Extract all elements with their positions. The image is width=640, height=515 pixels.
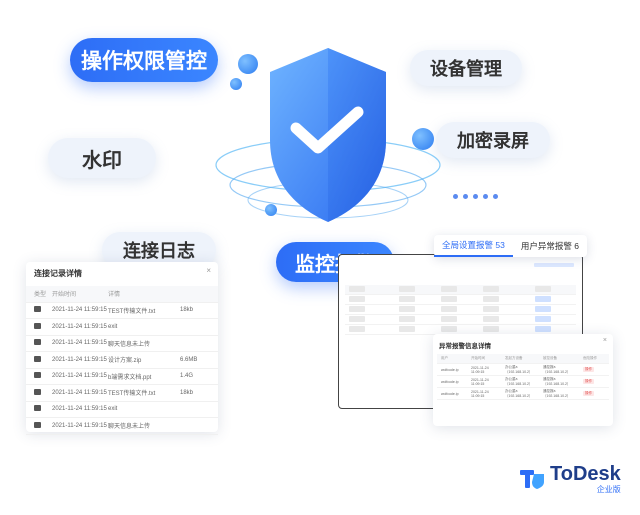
log-size: 18kb	[180, 389, 194, 396]
folder-icon	[34, 355, 41, 362]
close-icon[interactable]: ×	[602, 337, 607, 344]
feature-device: 设备管理	[410, 50, 522, 86]
folder-icon	[34, 306, 41, 313]
table-row: 2021-11-24 11:59:15 聊天信息未上传	[26, 336, 218, 352]
table-row: wolfcode.ip 2021-11-24 11:09:15 办公重a（192…	[437, 376, 609, 388]
feature-encrypt-label: 加密录屏	[457, 131, 529, 151]
table-row: 2021-11-24 11:59:15 exit	[26, 402, 218, 418]
tab-global-alarm[interactable]: 全局设置报警 53	[434, 235, 513, 257]
brand-edition: 企业版	[596, 485, 621, 494]
log-time: 2021-11-24 11:59:15	[52, 356, 107, 363]
tab-global-label: 全局设置报警 53	[442, 240, 505, 250]
log-time: 2021-11-24 11:59:15	[52, 406, 107, 413]
table-row: 2021-11-24 11:59:15 TEST传输文件.txt 18kb	[26, 385, 218, 402]
log-time: 2021-11-24 11:59:15	[52, 340, 107, 347]
log-col-type: 类型	[34, 292, 47, 299]
risk-badge: 操作	[583, 379, 594, 384]
log-time: 2021-11-24 11:59:15	[52, 422, 107, 429]
chat-icon	[34, 421, 41, 428]
log-detail: TEST传输文件.txt	[108, 308, 156, 315]
log-size: 18kb	[180, 307, 194, 314]
decor-dots	[453, 194, 498, 199]
log-detail: b端需求文档.ppt	[108, 374, 152, 381]
tab-user-alarm[interactable]: 用户异常报警 6	[513, 235, 587, 257]
alert-from: 办公重a（192.168.10.2）	[505, 364, 533, 374]
shield-icon	[215, 48, 441, 222]
connection-log-panel: 连接记录详情 × 类型 开始时间 详情 2021-11-24 11:59:15 …	[26, 262, 218, 435]
alert-user: wolfcode.ip	[441, 379, 459, 384]
brand-logo: ToDesk 企业版	[520, 464, 621, 494]
feature-permission-label: 操作权限管控	[81, 50, 207, 73]
alert-time: 2021-11-24 11:09:15	[471, 377, 489, 386]
alert-from: 办公重a（192.168.10.2）	[505, 388, 533, 398]
log-col-time: 开始时间	[52, 292, 77, 299]
table-row: wolfcode.ip 2021-11-24 11:09:15 办公重a（192…	[437, 364, 609, 376]
alert-detail-title: 异常报警信息详情	[439, 343, 491, 350]
log-table-header: 类型 开始时间 详情	[26, 286, 218, 303]
alarm-tabs: 全局设置报警 53 用户异常报警 6	[434, 235, 587, 257]
alert-col-risk: 危险操作	[583, 356, 597, 360]
log-detail: exit	[108, 323, 118, 330]
table-row: 2021-11-24 11:59:15 exit	[26, 319, 218, 336]
log-time: 2021-11-24 11:59:15	[52, 389, 107, 396]
close-icon[interactable]: ×	[206, 266, 211, 275]
table-row: 2021-11-24 11:59:15 TEST传输文件.txt 18kb	[26, 303, 218, 319]
monitor-row	[345, 315, 576, 325]
alert-to: 通控报a（192.168.10.2）	[543, 364, 571, 374]
alert-user: wolfcode.ip	[441, 391, 459, 396]
feature-watermark-label: 水印	[82, 149, 122, 172]
table-row: 2021-11-24 11:59:15 b端需求文档.ppt 1.4G	[26, 369, 218, 385]
alert-from: 办公重a（192.168.10.2）	[505, 376, 533, 386]
monitor-link-bar	[534, 263, 574, 267]
log-time: 2021-11-24 11:59:15	[52, 373, 107, 380]
monitor-row	[345, 295, 576, 305]
alert-col-from: 发起方设备	[505, 356, 523, 360]
log-detail: 设计方案.zip	[108, 358, 142, 365]
log-col-detail: 详情	[108, 292, 121, 299]
log-time: 2021-11-24 11:59:15	[52, 307, 107, 314]
table-row: 2021-11-24 11:59:15 设计方案.zip 6.6MB	[26, 352, 218, 369]
alert-to: 通控报a（192.168.10.2）	[543, 376, 571, 386]
log-detail: 聊天信息未上传	[108, 341, 151, 348]
brand-name: ToDesk	[550, 463, 621, 485]
alert-col-to: 被控设备	[543, 356, 557, 360]
alert-time: 2021-11-24 11:09:15	[471, 365, 489, 374]
decor-ball-3	[412, 128, 434, 150]
chat-icon	[34, 339, 41, 346]
todesk-logo-icon	[520, 470, 544, 489]
exit-icon	[34, 322, 41, 329]
monitor-table-header	[345, 285, 576, 295]
folder-icon	[34, 372, 41, 379]
tab-user-label: 用户异常报警 6	[520, 241, 579, 251]
feature-log-label: 连接日志	[123, 241, 195, 261]
connection-log-title: 连接记录详情	[34, 269, 82, 278]
alert-time: 2021-11-24 11:09:15	[471, 389, 489, 398]
alert-detail-panel: 异常报警信息详情 × 用户 开始时间 发起方设备 被控设备 危险操作 wolfc…	[433, 334, 613, 426]
monitor-row	[345, 305, 576, 315]
log-size: 6.6MB	[180, 356, 198, 363]
feature-device-label: 设备管理	[430, 59, 502, 79]
log-detail: 聊天信息未上传	[108, 424, 151, 431]
risk-badge: 操作	[583, 391, 594, 396]
alert-to: 通控报a（192.168.10.2）	[543, 388, 571, 398]
feature-encrypt: 加密录屏	[436, 122, 550, 158]
log-detail: TEST传输文件.txt	[108, 391, 156, 398]
log-time: 2021-11-24 11:59:15	[52, 323, 107, 330]
table-row: 2021-11-24 11:59:15 聊天信息未上传	[26, 418, 218, 435]
log-detail: exit	[108, 406, 118, 413]
alert-user: wolfcode.ip	[441, 367, 459, 372]
decor-ball-2	[230, 78, 242, 90]
table-row: wolfcode.ip 2021-11-24 11:09:15 办公重a（192…	[437, 388, 609, 400]
alert-col-user: 用户	[441, 356, 448, 360]
alert-col-time: 开始时间	[471, 356, 485, 360]
risk-badge: 操作	[583, 367, 594, 372]
log-size: 1.4G	[180, 373, 194, 380]
feature-permission: 操作权限管控	[70, 38, 218, 82]
folder-icon	[34, 388, 41, 395]
exit-icon	[34, 405, 41, 412]
feature-watermark: 水印	[48, 138, 156, 178]
decor-ball-1	[238, 54, 258, 74]
alert-table-header: 用户 开始时间 发起方设备 被控设备 危险操作	[437, 354, 609, 364]
